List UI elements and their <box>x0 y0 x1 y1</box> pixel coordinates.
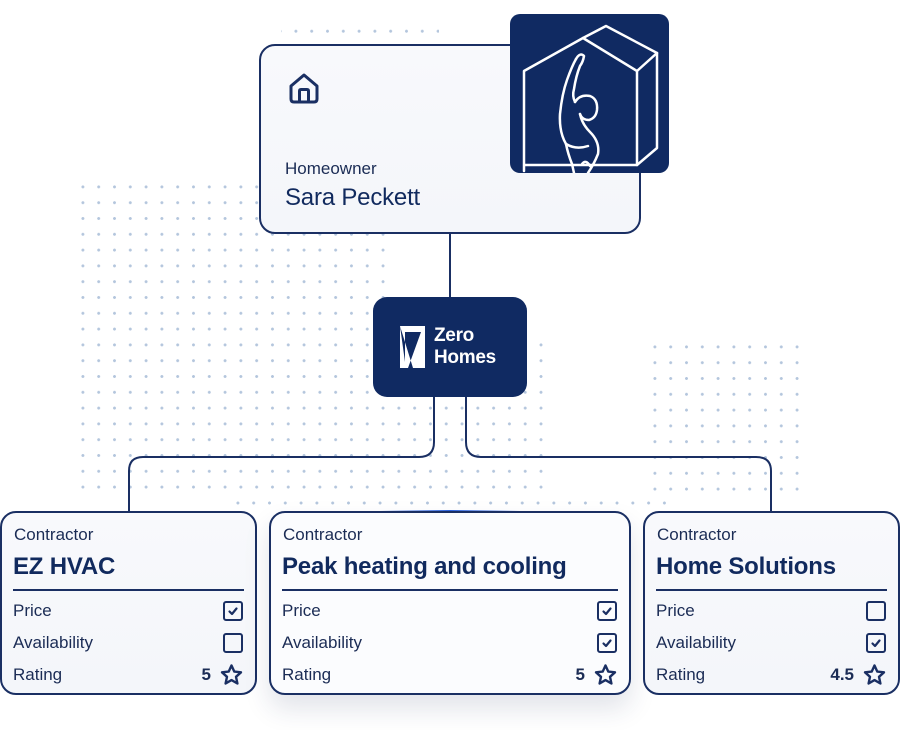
rating-label: Rating <box>13 665 63 684</box>
criteria-row-availability: Availability <box>282 627 618 659</box>
brand-name-line1: Zero <box>434 325 474 346</box>
contractor-role-label: Contractor <box>14 525 94 544</box>
divider <box>282 589 618 591</box>
contractor-role-label: Contractor <box>283 525 363 544</box>
criteria-label: Availability <box>282 633 363 652</box>
criteria-row-rating: Rating 5 <box>282 659 618 691</box>
price-checkbox-checked[interactable] <box>223 601 243 621</box>
availability-checkbox-checked[interactable] <box>597 633 617 653</box>
rating-label: Rating <box>656 665 706 684</box>
rating-value: 4.5 <box>830 665 854 684</box>
person-reaching-in-house-illustration <box>510 14 669 173</box>
contractor-card-home-solutions[interactable]: Contractor Home Solutions Price Availabi… <box>643 511 900 695</box>
criteria-row-availability: Availability <box>656 627 887 659</box>
divider <box>656 589 887 591</box>
dot-pattern-bottom <box>230 495 670 511</box>
brand-name: Zero Homes <box>434 325 496 369</box>
rating-value: 5 <box>201 665 211 684</box>
contractor-card-ez-hvac[interactable]: Contractor EZ HVAC Price Availability Ra… <box>0 511 257 695</box>
availability-checkbox-checked[interactable] <box>866 633 886 653</box>
zero-homes-logo-icon <box>400 326 425 368</box>
divider <box>13 589 244 591</box>
star-icon <box>863 664 886 685</box>
contractor-name: EZ HVAC <box>13 553 116 580</box>
criteria-label: Price <box>656 601 695 620</box>
rating-label: Rating <box>282 665 332 684</box>
contractor-name: Peak heating and cooling <box>282 553 567 580</box>
homeowner-name: Sara Peckett <box>285 184 421 211</box>
criteria-label: Price <box>282 601 321 620</box>
criteria-row-rating: Rating 5 <box>13 659 244 691</box>
criteria-label: Availability <box>13 633 94 652</box>
home-icon <box>289 73 319 104</box>
criteria-row-availability: Availability <box>13 627 244 659</box>
criteria-label: Availability <box>656 633 737 652</box>
criteria-row-price: Price <box>282 595 618 627</box>
star-icon <box>220 664 243 685</box>
homeowner-role-label: Homeowner <box>285 159 377 178</box>
zero-homes-node[interactable]: Zero Homes <box>373 297 527 397</box>
contractor-name: Home Solutions <box>656 553 836 580</box>
criteria-row-rating: Rating 4.5 <box>656 659 887 691</box>
dot-pattern-top <box>281 22 439 38</box>
star-icon <box>594 664 617 685</box>
availability-checkbox-unchecked[interactable] <box>223 633 243 653</box>
contractor-role-label: Contractor <box>657 525 737 544</box>
dot-pattern-right <box>647 339 805 497</box>
criteria-label: Price <box>13 601 52 620</box>
criteria-row-price: Price <box>13 595 244 627</box>
contractor-card-peak-heating-and-cooling[interactable]: Contractor Peak heating and cooling Pric… <box>269 511 631 695</box>
price-checkbox-unchecked[interactable] <box>866 601 886 621</box>
brand-name-line2: Homes <box>434 347 496 368</box>
criteria-row-price: Price <box>656 595 887 627</box>
price-checkbox-checked[interactable] <box>597 601 617 621</box>
rating-value: 5 <box>575 665 585 684</box>
